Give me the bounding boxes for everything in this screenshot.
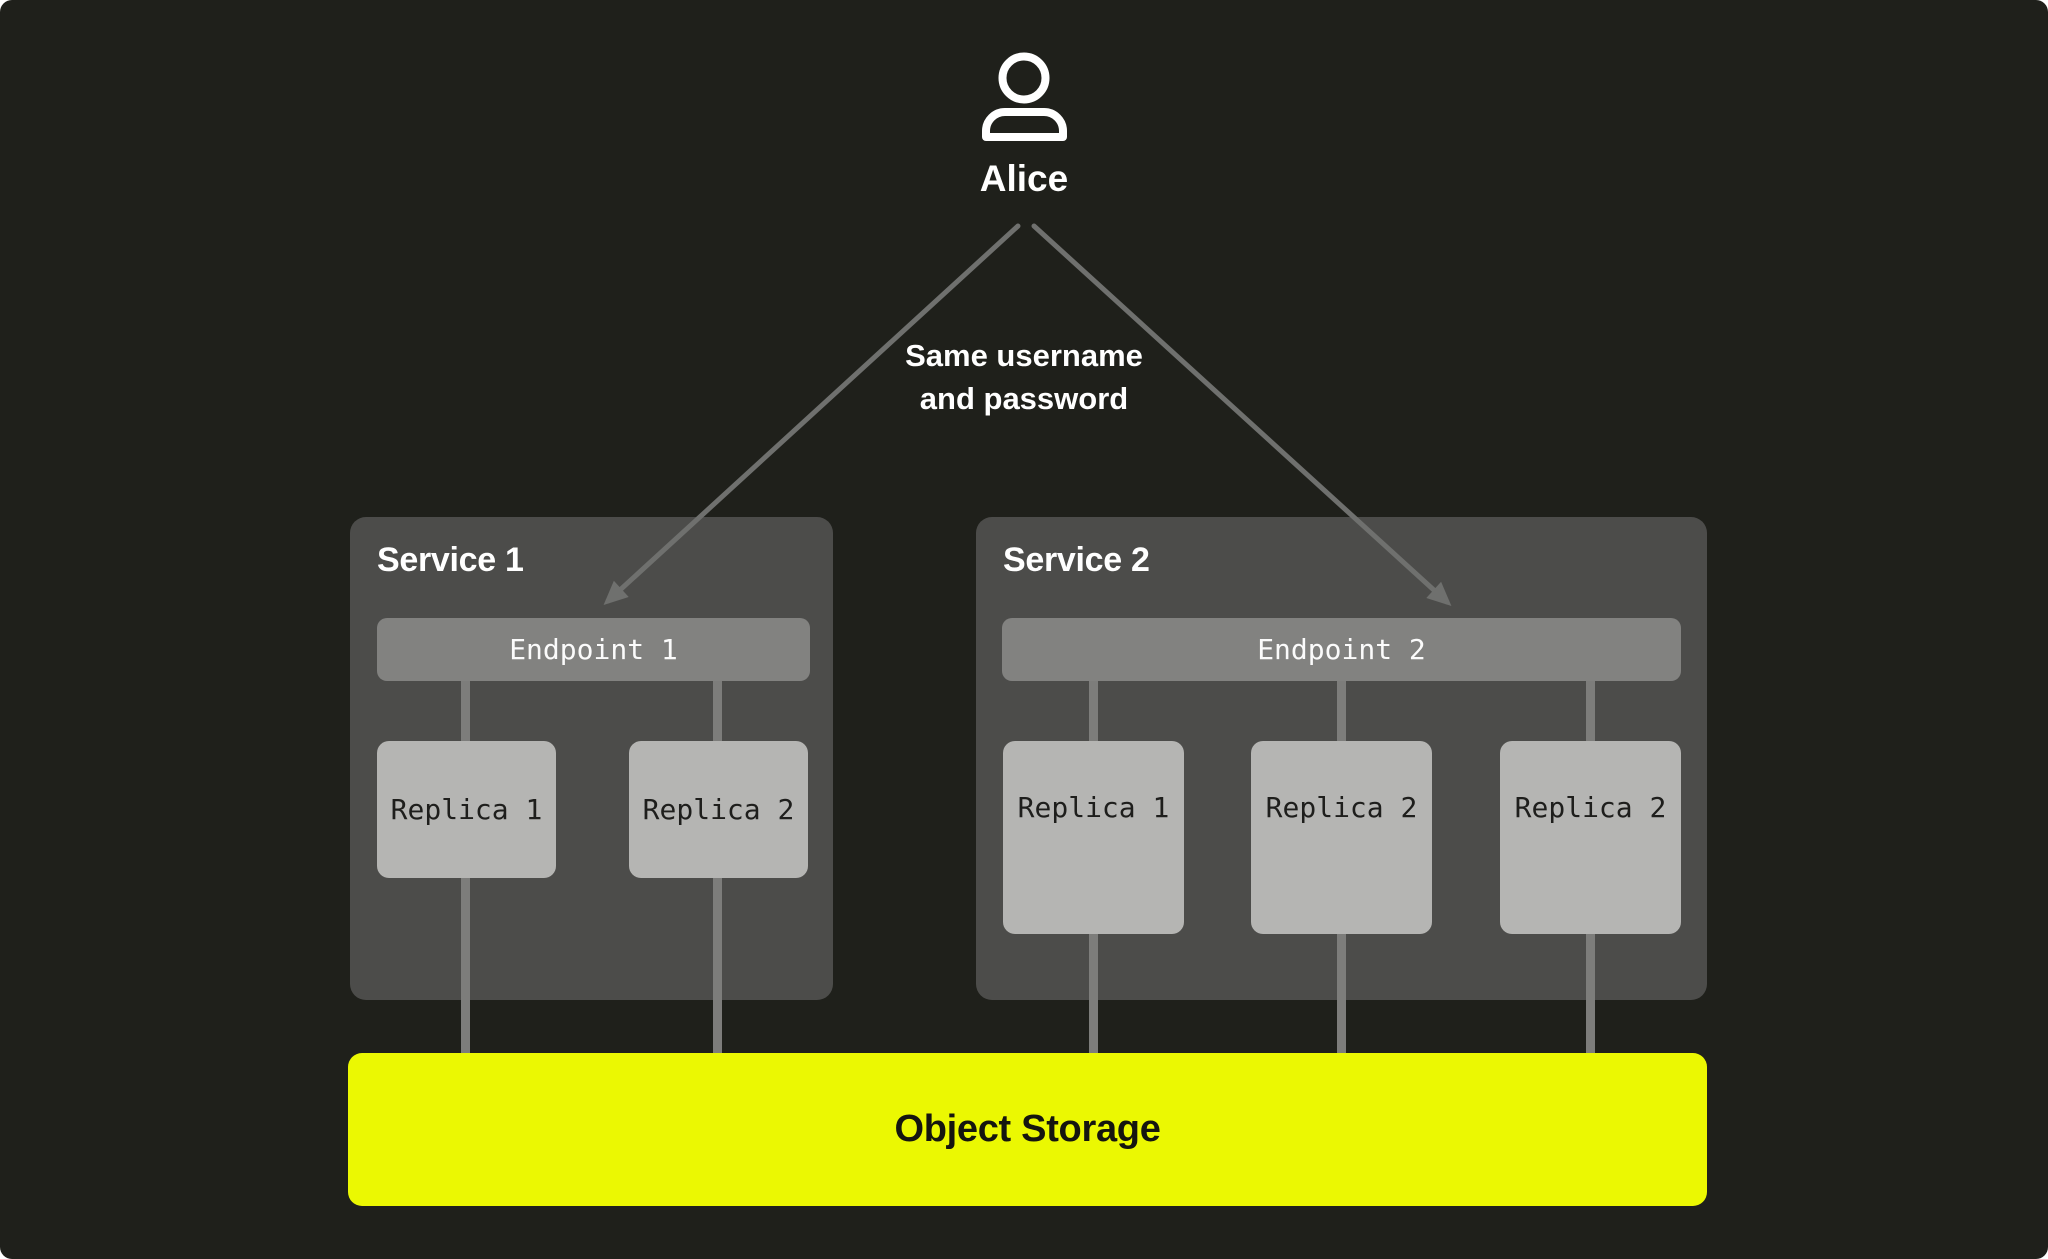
- object-storage-label: Object Storage: [894, 1108, 1161, 1150]
- service-2-title: Service 2: [1003, 541, 1150, 579]
- connection-label-line1: Same username: [905, 338, 1143, 373]
- service-1-title: Service 1: [377, 541, 524, 579]
- endpoint-2-bar: Endpoint 2: [1002, 618, 1681, 681]
- replica-box: Replica 1: [377, 741, 556, 878]
- replica-label: Replica 2: [1514, 791, 1667, 824]
- endpoint-1-bar: Endpoint 1: [377, 618, 810, 681]
- endpoint-1-label: Endpoint 1: [509, 633, 678, 666]
- connection-label: Same username and password: [724, 334, 1324, 420]
- connection-label-line2: and password: [919, 381, 1129, 416]
- user-icon: [982, 52, 1067, 141]
- replica-label: Replica 1: [1017, 791, 1170, 824]
- endpoint-2-label: Endpoint 2: [1257, 633, 1426, 666]
- replica-box: Replica 2: [1500, 741, 1681, 934]
- replica-box: Replica 2: [1251, 741, 1432, 934]
- object-storage-bar: Object Storage: [348, 1053, 1707, 1206]
- replica-box: Replica 2: [629, 741, 808, 878]
- user-name-label: Alice: [979, 158, 1069, 199]
- replica-box: Replica 1: [1003, 741, 1184, 934]
- replica-label: Replica 2: [1265, 791, 1418, 824]
- replica-label: Replica 2: [642, 793, 795, 826]
- replica-label: Replica 1: [390, 793, 543, 826]
